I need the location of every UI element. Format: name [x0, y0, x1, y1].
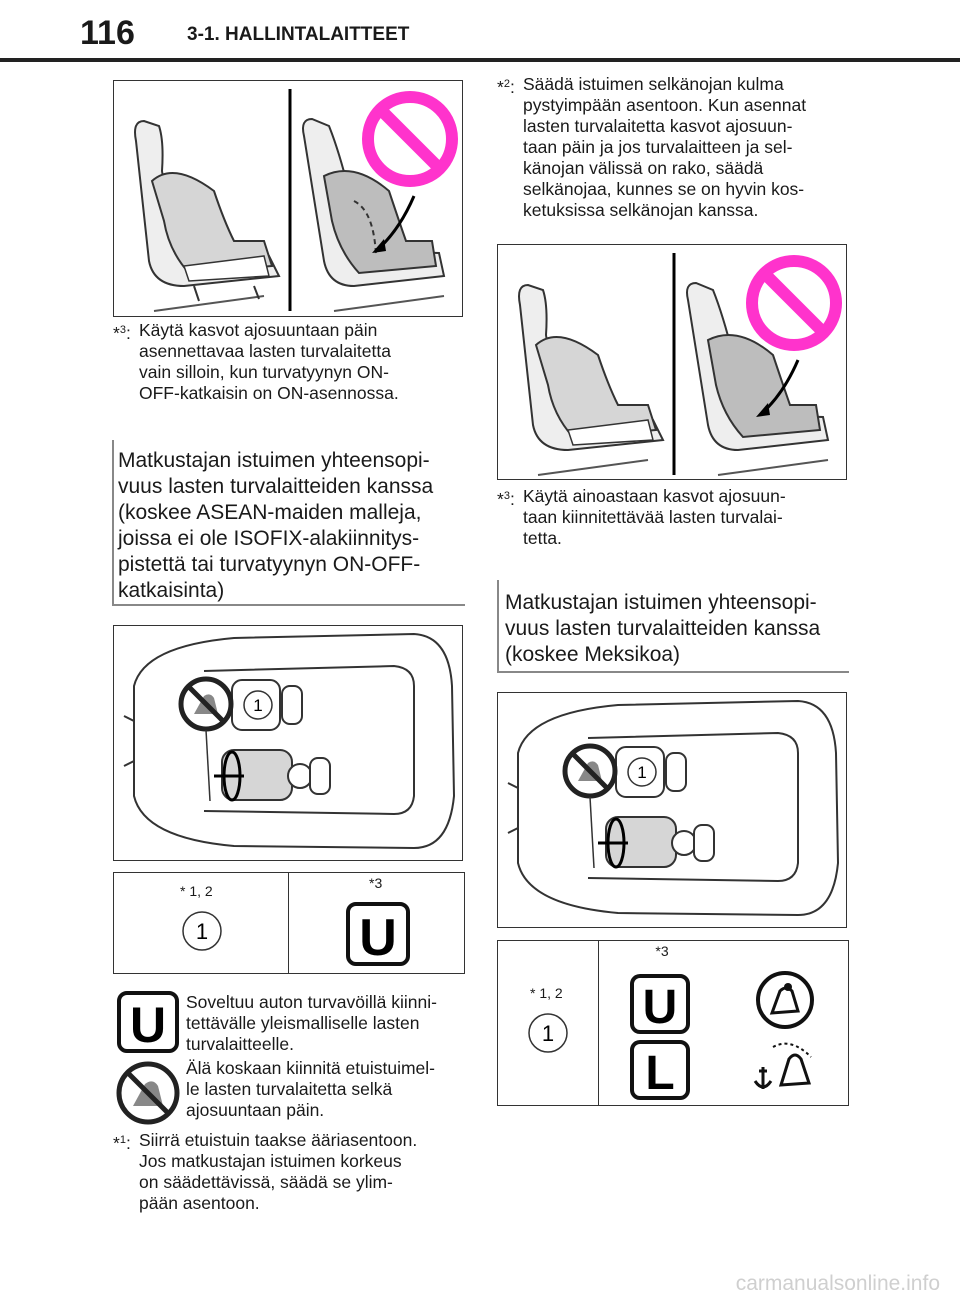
seat-number: 1 — [253, 696, 262, 715]
svg-text:1: 1 — [542, 1021, 554, 1046]
seat-recline-illustration-right — [497, 244, 847, 480]
table-cell: * 1, 2 1 — [498, 941, 600, 1105]
seat-recline-illustration-left — [113, 80, 463, 317]
section-heading-asean: Matkustajan istuimen yhteensopi- vuus la… — [118, 449, 434, 602]
svg-text:U: U — [359, 909, 397, 967]
seat-number-badge — [627, 757, 657, 787]
table-cell: * 1, 2 1 — [114, 873, 289, 973]
section-heading-mexico: Matkustajan istuimen yhteensopi- vuus la… — [505, 591, 821, 666]
watermark: carmanualsonline.info — [735, 1272, 940, 1295]
prohibition-icon — [362, 91, 458, 187]
position-1-symbol: 1 — [528, 1013, 568, 1053]
position-1-symbol: 1 — [182, 911, 222, 951]
compatibility-table-right: * 1, 2 1 *3 U L — [497, 940, 849, 1106]
car-seat-reclined-figure — [686, 281, 830, 476]
isofix-seat-icon — [756, 971, 815, 1029]
no-rearward-facing-icon — [116, 1061, 180, 1125]
car-seat-figure — [134, 119, 281, 312]
no-rearward-seat-icon — [178, 676, 234, 732]
heading-bottom-rule — [112, 604, 465, 606]
l-symbol: L — [630, 1040, 691, 1100]
svg-text:U: U — [643, 981, 678, 1034]
car-top-view-right: 1 — [497, 692, 847, 928]
table-cell: *3 U — [289, 873, 464, 973]
car-seat-reclined-figure — [302, 117, 446, 312]
footnote-3-left: *3: Käytä kasvot ajosuuntaan päin asenne… — [113, 320, 399, 403]
compatibility-table-left: * 1, 2 1 *3 U — [113, 872, 465, 974]
page-header: 116 3-1. HALLINTALAITTEET — [0, 0, 960, 64]
prohibition-icon — [746, 255, 842, 351]
table-cell: *3 U L — [599, 941, 848, 1105]
anchor-seat-icon — [754, 1042, 813, 1089]
heading-bottom-rule — [497, 671, 849, 673]
heading-side-rule — [112, 440, 114, 605]
universal-u-symbol: U — [346, 902, 410, 967]
heading-side-rule — [497, 580, 499, 672]
car-top-view-left: 1 — [113, 625, 463, 861]
svg-text:U: U — [130, 997, 166, 1053]
no-rearward-seat-icon — [562, 743, 618, 799]
page-number: 116 — [80, 14, 135, 52]
driver-figure — [598, 816, 715, 869]
seat-number-badge — [243, 690, 273, 720]
footnote-3-right: *3: Käytä ainoastaan kasvot ajosuun- taa… — [497, 486, 786, 548]
legend-u-text: Soveltuu auton turvavöillä kiinni- tettä… — [186, 992, 437, 1054]
seat-number: 1 — [637, 763, 646, 782]
legend-u-symbol: U — [117, 991, 179, 1053]
header-rule — [0, 58, 960, 62]
driver-figure — [214, 749, 331, 802]
chapter-title: 3-1. HALLINTALAITTEET — [187, 24, 410, 45]
footnote-2: *2: Säädä istuimen selkänojan kulma pyst… — [497, 74, 807, 220]
svg-text:L: L — [646, 1047, 675, 1100]
footnote-1: *1: Siirrä etuistuin taakse ääriasentoon… — [113, 1130, 418, 1213]
legend-no-text: Älä koskaan kiinnitä etuistuimel- le las… — [186, 1058, 436, 1120]
car-seat-figure — [518, 283, 665, 476]
universal-u-symbol: U — [630, 974, 691, 1034]
svg-text:1: 1 — [196, 919, 208, 944]
